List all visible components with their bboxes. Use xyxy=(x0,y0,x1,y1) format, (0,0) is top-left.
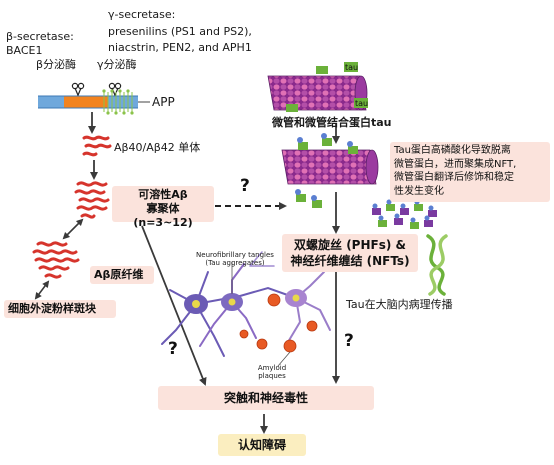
tau-hyper-line1: Tau蛋白高磷酸化导致脱离 xyxy=(394,145,511,156)
nft-caption: Neurofibrillary tangles (Tau aggregates) xyxy=(190,251,280,267)
gamma-secretase-title: γ-secretase: xyxy=(108,8,176,21)
nft-caption-line2: (Tau aggregates) xyxy=(205,259,265,267)
gamma-secretase-line1: presenilins (PS1 and PS2), xyxy=(108,25,252,38)
plaque-caption-line1: Amyloid xyxy=(257,364,287,372)
question-mark-top: ? xyxy=(240,176,250,196)
app-label: APP xyxy=(152,95,175,109)
plaque-label: 细胞外淀粉样斑块 xyxy=(8,302,96,315)
app-membrane xyxy=(38,95,138,109)
question-mark-left: ? xyxy=(168,339,178,359)
helical-filament-icon xyxy=(426,234,448,296)
abeta-fibril-label: Aβ原纤维 xyxy=(94,268,144,281)
neuron-nucleus-1 xyxy=(192,300,200,308)
amyloid-plaque-icons xyxy=(239,293,318,353)
phf-line2: 神经纤维缠结 (NFTs) xyxy=(290,254,410,268)
abeta-fibril-box: Aβ原纤维 xyxy=(90,266,154,284)
tau-label-2: tau xyxy=(355,99,368,108)
gamma-secretase-line2: niacstrin, PEN2, and APH1 xyxy=(108,41,252,54)
arrow-fibril-plaque xyxy=(34,280,50,300)
synaptic-toxicity-label: 突触和神经毒性 xyxy=(223,391,308,405)
abeta-monomer-label: Aβ40/Aβ42 单体 xyxy=(114,141,201,154)
abeta-fibril-icon xyxy=(32,241,80,279)
beta-secretase-title: β-secretase: xyxy=(6,30,74,43)
abeta-oligomer-box: 可溶性Aβ 寡聚体 (n=3~12) xyxy=(112,186,214,229)
plaque-pointer-line xyxy=(277,351,291,367)
nft-caption-line1: Neurofibrillary tangles xyxy=(196,251,274,259)
arrow-oligomer-fibril xyxy=(62,218,84,240)
hyperphosphorylated-microtubule-icon xyxy=(281,149,379,185)
tau-hyper-line2: 微管蛋白，进而聚集成NFT, xyxy=(394,158,517,170)
plaque-caption: Amyloid plaques xyxy=(252,364,292,380)
phf-line1: 双螺旋丝 (PHFs) & xyxy=(294,238,406,252)
plaque-caption-line2: plaques xyxy=(258,372,286,380)
abeta-oligomer-icon xyxy=(74,181,110,219)
neuron-nucleus-2 xyxy=(228,298,236,306)
tau-spread-label: Tau在大脑内病理传播 xyxy=(346,298,453,311)
beta-secretase-name: BACE1 xyxy=(6,44,43,57)
tau-protein-icons xyxy=(286,62,368,112)
cognitive-impairment-box: 认知障碍 xyxy=(218,434,306,456)
arrow-oligomer-to-synaptic xyxy=(141,225,207,386)
synaptic-toxicity-box: 突触和神经毒性 xyxy=(158,386,374,410)
phosphorylated-tau-icons xyxy=(295,133,358,208)
phf-nft-box: 双螺旋丝 (PHFs) & 神经纤维缠结 (NFTs) xyxy=(282,234,418,272)
tau-hyperphosphorylation-box: Tau蛋白高磷酸化导致脱离 微管蛋白，进而聚集成NFT, 微管蛋白翻译后修饰和稳… xyxy=(390,142,550,202)
neuron-illustration xyxy=(161,249,331,367)
cognitive-impairment-label: 认知障碍 xyxy=(237,438,286,452)
abeta-oligomer-line2: 寡聚体 (n=3~12) xyxy=(133,202,193,229)
question-mark-right: ? xyxy=(344,331,354,351)
tau-hyper-line3: 微管蛋白翻译后修饰和稳定 xyxy=(394,172,514,183)
plaque-box: 细胞外淀粉样斑块 xyxy=(4,300,116,318)
microtubule-icon xyxy=(267,75,368,111)
tau-hyper-line4: 性发生变化 xyxy=(394,185,444,197)
microtubule-label: 微管和微管结合蛋白tau xyxy=(272,116,392,129)
beta-secretase-cn: β分泌酶 xyxy=(36,58,77,71)
abeta-monomer-icon xyxy=(82,135,112,157)
tau-aggregate-cluster-icon xyxy=(372,199,437,229)
lipid-bilayer-icon xyxy=(102,89,134,115)
tau-label-group: tau tau xyxy=(345,63,368,108)
gamma-secretase-cn: γ分泌酶 xyxy=(97,58,137,71)
abeta-oligomer-line1: 可溶性Aβ xyxy=(138,188,188,201)
tau-label-1: tau xyxy=(345,63,358,72)
neuron-dendrites xyxy=(161,249,331,357)
neuron-nucleus-3 xyxy=(292,294,300,302)
